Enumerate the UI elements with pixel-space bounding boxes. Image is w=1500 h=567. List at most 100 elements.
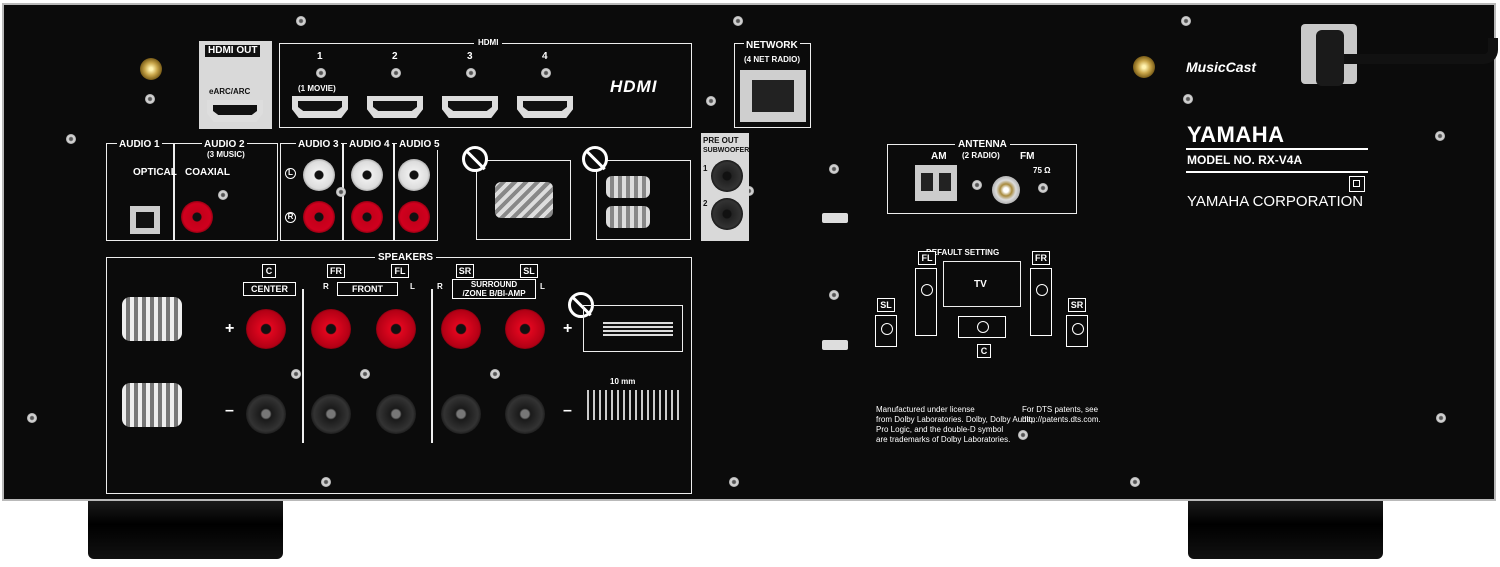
screw (145, 94, 155, 104)
surround-r-minus-terminal[interactable] (441, 394, 481, 434)
hdmi-input-2-number: 2 (392, 51, 398, 62)
center-plus-terminal[interactable] (246, 309, 286, 349)
warning-pictogram-box (476, 160, 571, 240)
hdmi-input-4-number: 4 (542, 51, 548, 62)
surround-label: SURROUND/ZONE B/BI-AMP (452, 279, 536, 299)
surround-l-minus-terminal[interactable] (505, 394, 545, 434)
preout-label: PRE OUT (703, 136, 739, 145)
audio-2-label: AUDIO 2 (202, 139, 247, 150)
vent-slot (822, 340, 848, 350)
am-antenna-terminal[interactable] (915, 165, 957, 201)
optical-port[interactable] (130, 206, 160, 234)
screw (1038, 183, 1048, 193)
audio-3-left-jack[interactable] (303, 159, 335, 191)
tv-label: TV (974, 279, 987, 290)
hdmi-logo: HDMI (610, 77, 658, 96)
speaker-sl-tag: SL (520, 264, 538, 278)
screw (1018, 430, 1028, 440)
front-left-speaker-icon (915, 268, 937, 336)
coaxial-label: COAXIAL (185, 167, 230, 178)
audio-2-sub-label: (3 MUSIC) (207, 150, 245, 159)
zone-text: /ZONE B/BI-AMP (462, 289, 526, 298)
subwoofer-1-jack[interactable] (711, 160, 743, 192)
subwoofer-2-jack[interactable] (711, 198, 743, 230)
yamaha-corporation: YAMAHA CORPORATION (1187, 193, 1364, 210)
strip-gauge (587, 390, 683, 420)
right-foot (1188, 501, 1383, 559)
center-label: CENTER (243, 282, 296, 296)
hdmi-input-1-number: 1 (317, 51, 323, 62)
fm-label: FM (1020, 151, 1035, 162)
screw (316, 68, 326, 78)
hdmi-input-3-port[interactable] (442, 96, 498, 118)
shorted-cable-icon (495, 182, 553, 218)
terminal-loosen-icon (122, 297, 182, 341)
fr-tag: FR (1032, 251, 1050, 265)
minus-sign: – (225, 402, 234, 419)
screw (729, 477, 739, 487)
audio-3-right-jack[interactable] (303, 201, 335, 233)
speakers-group (106, 257, 692, 494)
screw (291, 369, 301, 379)
screw (706, 96, 716, 106)
audio-4-right-jack[interactable] (351, 201, 383, 233)
divider (1186, 148, 1368, 150)
front-l-mark: L (410, 282, 415, 291)
dts-line: For DTS patents, see (1022, 405, 1099, 414)
am-label: AM (931, 151, 947, 162)
tv-outline (943, 261, 1021, 307)
screw (296, 16, 306, 26)
hdmi-input-1-port[interactable] (292, 96, 348, 118)
audio-5-left-jack[interactable] (398, 159, 430, 191)
fm-antenna-jack[interactable] (992, 176, 1020, 204)
dts-notice: For DTS patents, see http://patents.dts.… (1022, 405, 1101, 425)
wireless-antenna-terminal[interactable] (1133, 56, 1155, 78)
screw (744, 186, 754, 196)
front-label: FRONT (337, 282, 398, 296)
hdmi-input-3-number: 3 (467, 51, 473, 62)
surround-r-plus-terminal[interactable] (441, 309, 481, 349)
screw (466, 68, 476, 78)
divider (431, 289, 433, 443)
prohibited-icon (582, 146, 608, 172)
speaker-fl-tag: FL (391, 264, 409, 278)
hdmi-input-4-port[interactable] (517, 96, 573, 118)
screw (336, 187, 346, 197)
class-ii-symbol (1349, 176, 1365, 192)
power-cord-plug (1316, 30, 1344, 86)
bare-wire-warning-box (583, 305, 683, 352)
hdmi-out-port[interactable] (207, 100, 263, 122)
front-l-minus-terminal[interactable] (376, 394, 416, 434)
sl-tag: SL (877, 298, 895, 312)
screw (829, 290, 839, 300)
screw (360, 369, 370, 379)
front-l-plus-terminal[interactable] (376, 309, 416, 349)
dolby-line: from Dolby Laboratories. Dolby, Dolby Au… (876, 415, 1036, 424)
speakers-label: SPEAKERS (375, 253, 437, 263)
screw (1436, 413, 1446, 423)
screw (541, 68, 551, 78)
screw (27, 413, 37, 423)
surround-l-mark: L (540, 282, 545, 291)
center-minus-terminal[interactable] (246, 394, 286, 434)
left-foot (88, 501, 283, 559)
front-r-plus-terminal[interactable] (311, 309, 351, 349)
divider (393, 143, 395, 241)
network-sub-label: (4 NET RADIO) (744, 55, 800, 64)
front-r-mark: R (323, 282, 329, 291)
hdmi-input-2-port[interactable] (367, 96, 423, 118)
model-number: MODEL NO. RX-V4A (1187, 153, 1303, 167)
speaker-terminal-icon (606, 206, 650, 228)
wireless-antenna-terminal[interactable] (140, 58, 162, 80)
vent-slot (822, 213, 848, 223)
front-r-minus-terminal[interactable] (311, 394, 351, 434)
audio-4-left-jack[interactable] (351, 159, 383, 191)
audio-5-right-jack[interactable] (398, 201, 430, 233)
antenna-sub-label: (2 RADIO) (962, 151, 1000, 160)
ethernet-port[interactable] (740, 70, 806, 122)
surround-l-plus-terminal[interactable] (505, 309, 545, 349)
plus-sign: + (225, 320, 235, 337)
divider (302, 289, 304, 443)
coaxial-jack[interactable] (181, 201, 213, 233)
surround-text: SURROUND (470, 280, 518, 289)
